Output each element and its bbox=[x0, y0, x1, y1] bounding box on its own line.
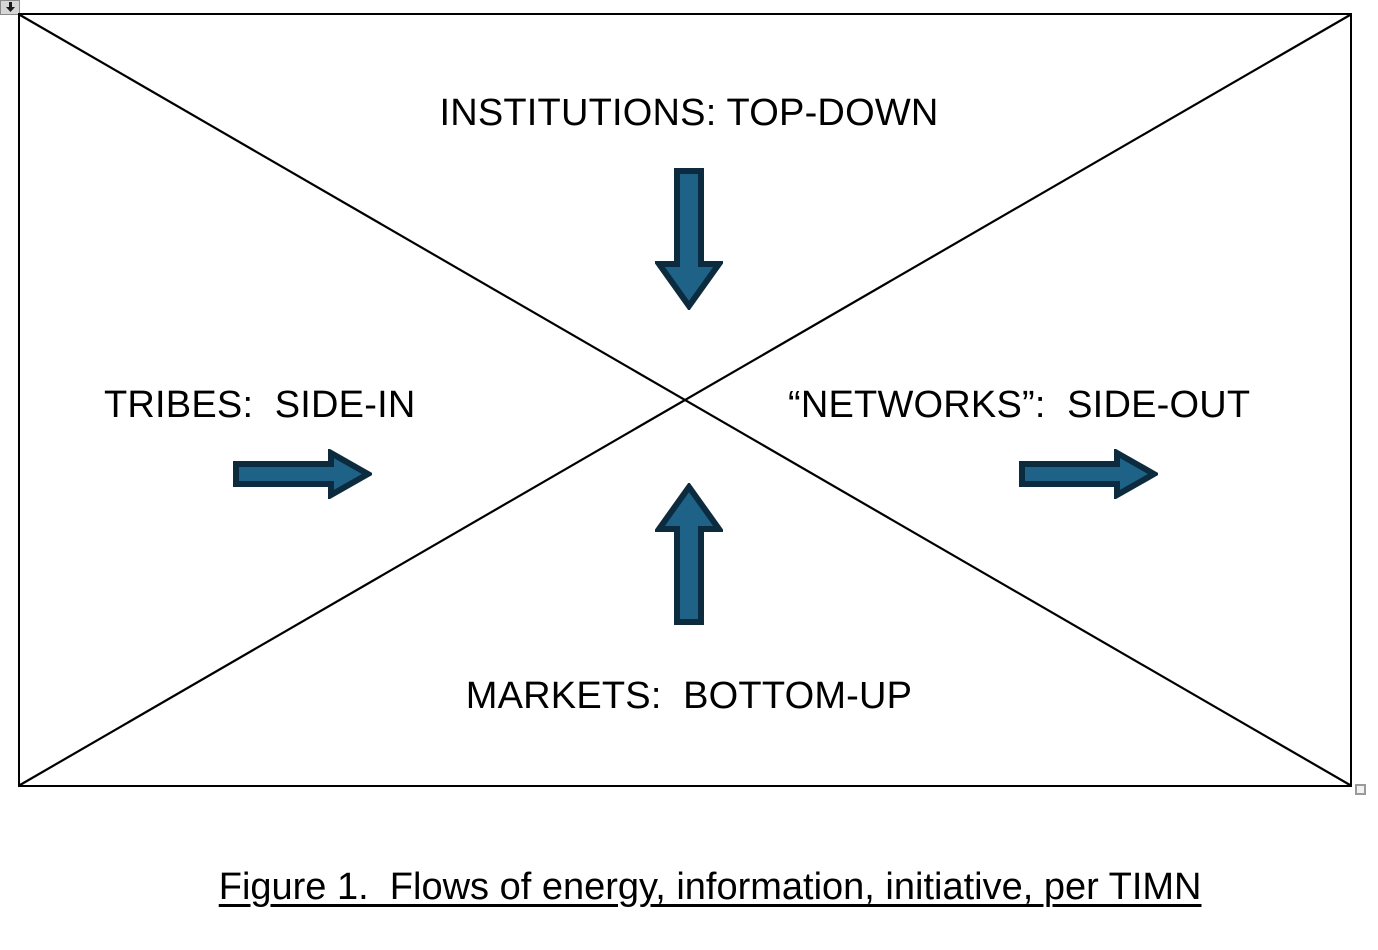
arrow-right-networks-icon[interactable] bbox=[1018, 449, 1158, 499]
figure-caption: Figure 1. Flows of energy, information, … bbox=[0, 825, 1378, 950]
document-canvas: INSTITUTIONS: TOP-DOWN TRIBES: SIDE-IN “… bbox=[0, 0, 1366, 908]
label-institutions: INSTITUTIONS: TOP-DOWN bbox=[439, 92, 939, 134]
label-markets: MARKETS: BOTTOM-UP bbox=[465, 675, 913, 717]
figure-caption-text: Figure 1. Flows of energy, information, … bbox=[218, 865, 1202, 908]
arrow-right-tribes-icon[interactable] bbox=[232, 449, 372, 499]
object-anchor-icon[interactable] bbox=[0, 0, 20, 15]
arrow-up-icon[interactable] bbox=[655, 483, 723, 625]
label-tribes: TRIBES: SIDE-IN bbox=[104, 384, 416, 426]
bottom-right-resize-handle[interactable] bbox=[1355, 784, 1366, 795]
arrow-down-icon[interactable] bbox=[655, 168, 723, 310]
label-networks: “NETWORKS”: SIDE-OUT bbox=[788, 384, 1251, 426]
